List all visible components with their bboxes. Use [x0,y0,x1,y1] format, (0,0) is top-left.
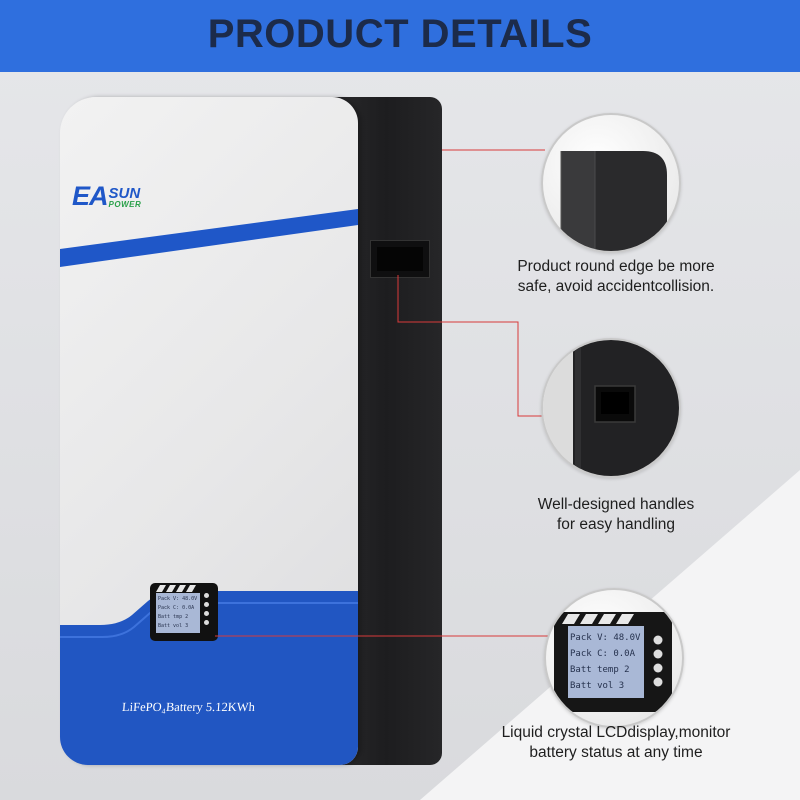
lcd-closeup-line: Batt temp 2 [570,665,630,675]
front-lcd-line: Pack V: 48.0V [158,596,198,602]
brand-logo: EA SUN POWER [72,181,141,212]
caption-line: Liquid crystal LCDdisplay,monitor [501,724,731,741]
brand-logo-ea: EA [72,181,109,211]
lcd-button-icon [204,620,209,625]
front-lcd-line: Batt tmp 2 [158,614,189,620]
handle-closeup-icon [541,338,681,478]
caption-handles: Well-designed handles for easy handling [466,495,766,535]
header-band: PRODUCT DETAILS [0,0,800,72]
front-lcd-screen: Pack V: 48.0V Pack C: 0.0A Batt tmp 2 Ba… [156,593,200,633]
lcd-button-icon [204,611,209,616]
lcd-closeup-line: Batt vol 3 [570,681,625,691]
battery-front-panel: EA SUN POWER LiFePO₄Battery 5.12KWh Pack… [60,97,358,765]
caption-line: for easy handling [556,516,676,533]
caption-line: battery status at any time [529,744,703,761]
front-lcd-buttons [204,593,209,629]
caption-line: Product round edge be more [517,258,715,275]
caption-rounded-edge: Product round edge be more safe, avoid a… [466,257,766,297]
battery-model-label: LiFePO₄Battery 5.12KWh [121,700,256,714]
caption-lcd-display: Liquid crystal LCDdisplay,monitor batter… [466,723,766,763]
lcd-button-icon [204,602,209,607]
caption-line: Well-designed handles [537,496,695,513]
page-title: PRODUCT DETAILS [207,11,593,56]
front-lcd-line: Batt vol 3 [158,623,189,629]
lcd-closeup-line: Pack V: 48.0V [570,633,641,643]
brand-logo-power: POWER [108,200,142,209]
front-lcd-display: Pack V: 48.0V Pack C: 0.0A Batt tmp 2 Ba… [150,583,218,641]
brand-logo-sun: SUN [108,185,141,202]
lcd-button-icon [204,593,209,598]
rounded-edge-closeup-icon [541,113,681,253]
front-blue-bottom [60,591,358,765]
battery-handle [370,240,430,278]
front-blue-stripe [60,209,358,267]
lcd-display-closeup-icon: Pack V: 48.0V Pack C: 0.0A Batt temp 2 B… [544,588,684,728]
lcd-closeup-line: Pack C: 0.0A [570,649,636,659]
caption-line: safe, avoid accidentcollision. [517,278,715,295]
lcd-stripes-icon [156,585,196,592]
lcd-closeup-screen: Pack V: 48.0V Pack C: 0.0A Batt temp 2 B… [570,630,642,694]
front-lcd-line: Pack C: 0.0A [158,605,195,611]
